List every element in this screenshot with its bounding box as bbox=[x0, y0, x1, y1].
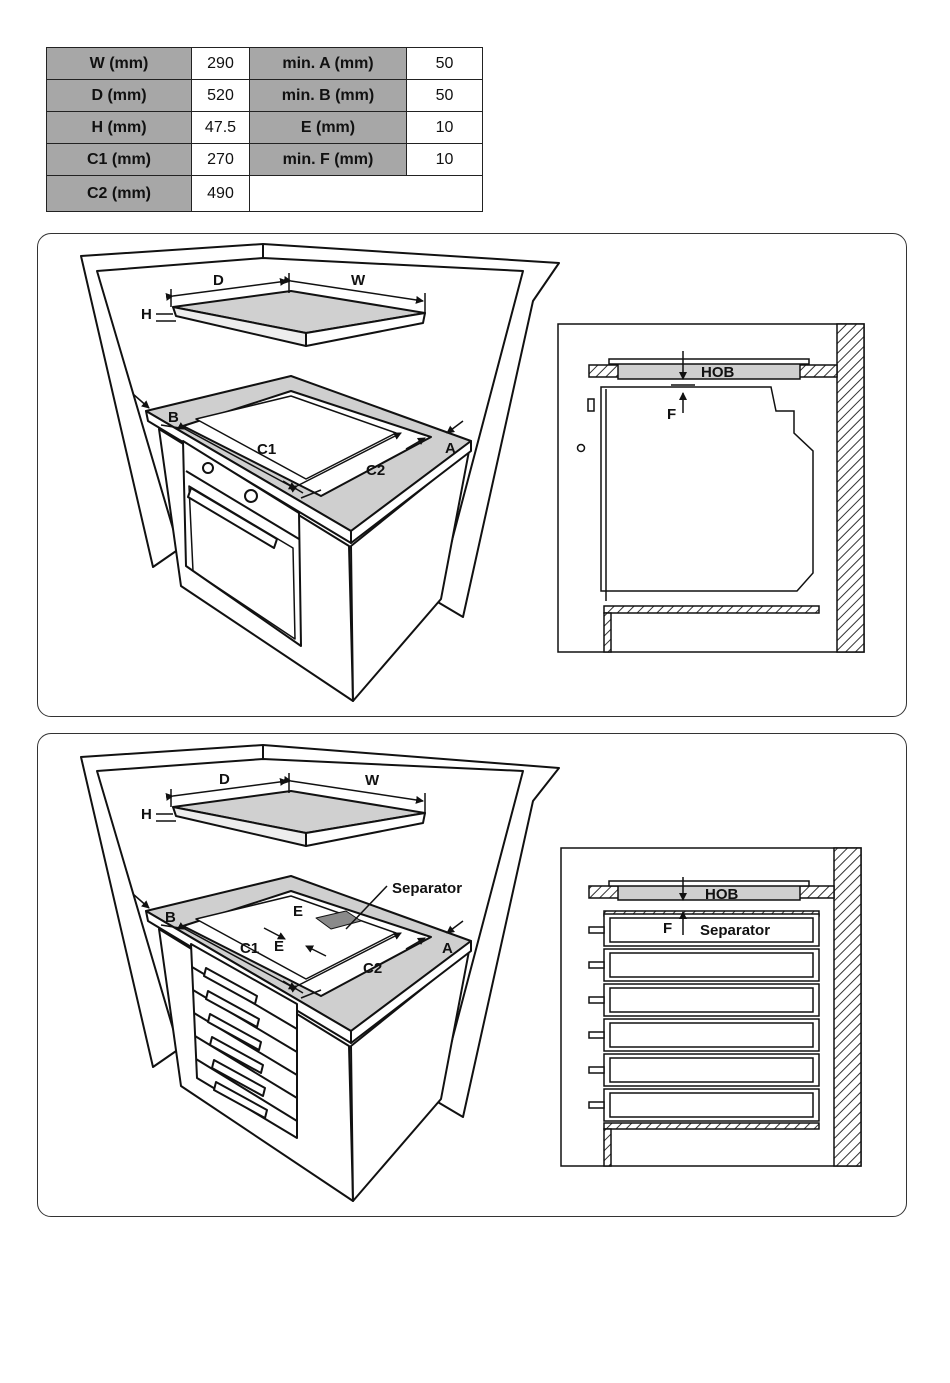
drawer-installation-panel: D W H B A C bbox=[37, 733, 907, 1217]
clearance-label-a: A bbox=[445, 440, 456, 457]
table-row: C1 (mm) 270 min. F (mm) 10 bbox=[47, 144, 483, 176]
cutout-label-c2: C2 bbox=[363, 960, 382, 977]
table-row: D (mm) 520 min. B (mm) 50 bbox=[47, 80, 483, 112]
table-header-cell: W (mm) bbox=[47, 48, 192, 80]
dimension-label-d: D bbox=[219, 771, 230, 788]
gap-label-e-top: E bbox=[293, 903, 303, 920]
dimension-label-d: D bbox=[213, 272, 224, 289]
table-header-cell: H (mm) bbox=[47, 112, 192, 144]
hob-plate bbox=[173, 291, 425, 346]
clearance-label-b: B bbox=[168, 409, 179, 426]
clearance-label-b: B bbox=[165, 909, 176, 926]
cutout-label-c1: C1 bbox=[240, 940, 259, 957]
table-value-cell: 10 bbox=[407, 144, 483, 176]
table-row: H (mm) 47.5 E (mm) 10 bbox=[47, 112, 483, 144]
table-header-cell: C2 (mm) bbox=[47, 176, 192, 212]
table-header-cell: D (mm) bbox=[47, 80, 192, 112]
table-header-cell: min. A (mm) bbox=[250, 48, 407, 80]
table-value-cell: 50 bbox=[407, 80, 483, 112]
dimensions-table: W (mm) 290 min. A (mm) 50 D (mm) 520 min… bbox=[46, 47, 483, 212]
dimension-label-h: H bbox=[141, 306, 152, 323]
table-row: C2 (mm) 490 bbox=[47, 176, 483, 212]
table-value-cell: 290 bbox=[192, 48, 250, 80]
table-header-cell: E (mm) bbox=[250, 112, 407, 144]
hob-plate bbox=[173, 791, 425, 846]
oven-installation-diagram: D W H B A C1 C2 bbox=[38, 234, 906, 716]
table-header-cell: min. B (mm) bbox=[250, 80, 407, 112]
gap-label-e-bottom: E bbox=[274, 938, 284, 955]
drawer-installation-diagram: D W H B A C bbox=[38, 734, 906, 1216]
table-value-cell: 10 bbox=[407, 112, 483, 144]
clearance-label-a: A bbox=[442, 940, 453, 957]
section-label-separator: Separator bbox=[700, 922, 770, 939]
table-value-cell: 50 bbox=[407, 48, 483, 80]
dimension-label-w: W bbox=[365, 772, 380, 789]
table-value-cell: 490 bbox=[192, 176, 250, 212]
table-empty-cell bbox=[250, 176, 483, 212]
dimension-label-h: H bbox=[141, 806, 152, 823]
section-label-hob: HOB bbox=[701, 364, 735, 381]
oven-installation-panel: D W H B A C1 C2 bbox=[37, 233, 907, 717]
table-row: W (mm) 290 min. A (mm) 50 bbox=[47, 48, 483, 80]
table-value-cell: 47.5 bbox=[192, 112, 250, 144]
oven-knob-icon bbox=[245, 490, 257, 502]
section-label-f: F bbox=[667, 406, 676, 423]
section-label-f: F bbox=[663, 920, 672, 937]
table-value-cell: 520 bbox=[192, 80, 250, 112]
cutout-label-c2: C2 bbox=[366, 462, 385, 479]
section-label-hob: HOB bbox=[705, 886, 739, 903]
separator-label: Separator bbox=[392, 880, 462, 897]
table-header-cell: min. F (mm) bbox=[250, 144, 407, 176]
table-header-cell: C1 (mm) bbox=[47, 144, 192, 176]
dimension-label-w: W bbox=[351, 272, 366, 289]
oven-knob-icon bbox=[203, 463, 213, 473]
cutout-label-c1: C1 bbox=[257, 441, 276, 458]
table-value-cell: 270 bbox=[192, 144, 250, 176]
